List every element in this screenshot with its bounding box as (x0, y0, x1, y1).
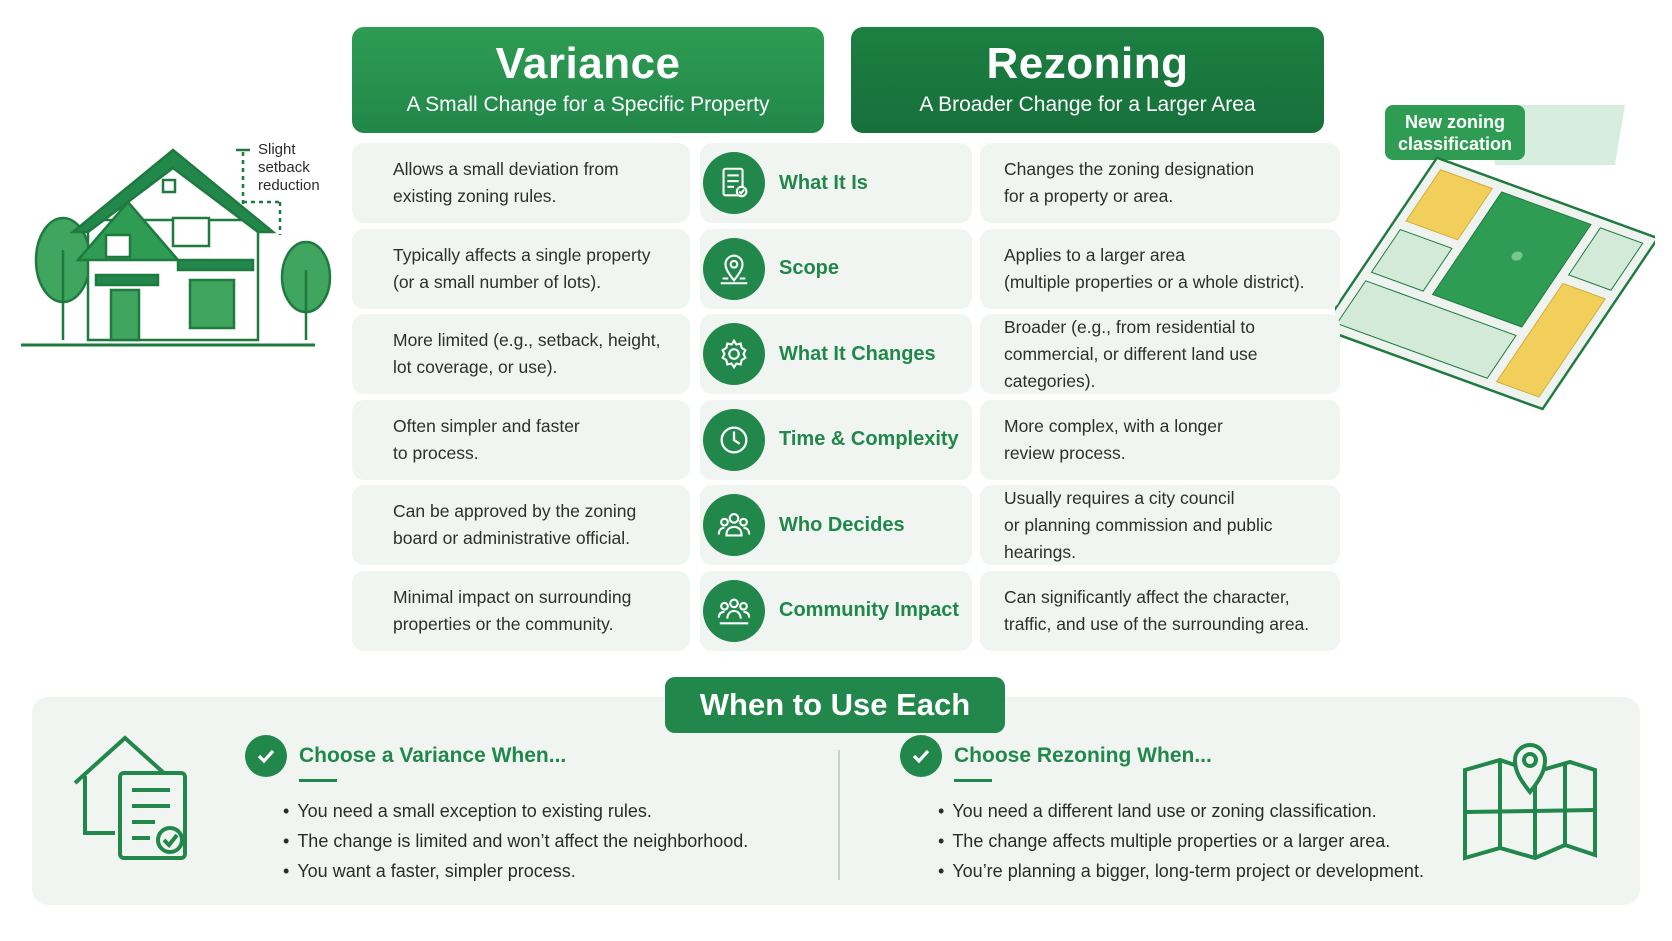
rezoning-cell-text: Broader (e.g., from residential to comme… (1004, 316, 1258, 391)
rezoning-cell: Broader (e.g., from residential to comme… (980, 314, 1340, 394)
people-icon (703, 494, 765, 556)
check-icon (245, 735, 287, 777)
variance-cell-text: Often simpler and faster to process. (393, 415, 580, 463)
row-what-it-changes: More limited (e.g., setback, height, lot… (352, 314, 1340, 394)
row-label-text: Community Impact (779, 599, 960, 621)
map-pin-icon (703, 237, 765, 300)
row-who-decides: Can be approved by the zoning board or a… (352, 485, 1340, 565)
variance-subtitle: A Small Change for a Specific Property (406, 93, 770, 116)
rezoning-cell-text: More complex, with a longer review proce… (1004, 415, 1223, 463)
variance-cell: Typically affects a single property (or … (352, 228, 690, 309)
row-label-text: What It Is (779, 171, 868, 194)
variance-cell: Allows a small deviation from existing z… (352, 143, 690, 223)
variance-cell-text: Can be approved by the zoning board or a… (393, 501, 637, 548)
row-scope: Typically affects a single property (or … (352, 228, 1340, 309)
clock-icon (703, 408, 765, 471)
choose-variance-section: Choose a Variance When... You need a sma… (245, 735, 748, 886)
zoning-map-illustration: New zoning classification (1335, 105, 1655, 411)
row-what-it-is: Allows a small deviation from existing z… (352, 143, 1340, 223)
when-to-use-title: When to Use Each (665, 677, 1005, 733)
rezoning-cell-text: Changes the zoning designation for a pro… (1004, 159, 1255, 206)
rezoning-cell-text: Can significantly affect the character, … (1004, 586, 1310, 634)
list-item: You need a small exception to existing r… (283, 796, 748, 826)
rezoning-header: Rezoning A Broader Change for a Larger A… (851, 27, 1324, 133)
row-label: Time & Complexity (700, 399, 972, 480)
map-annotation-line1: New zoning (1405, 112, 1505, 132)
variance-cell-text: Typically affects a single property (or … (393, 244, 651, 292)
row-label: What It Is (700, 143, 972, 223)
variance-header: Variance A Small Change for a Specific P… (352, 27, 824, 133)
variance-cell-text: Minimal impact on surrounding properties… (393, 586, 632, 634)
row-time-complexity: Often simpler and faster to process. Tim… (352, 399, 1340, 480)
row-label: Community Impact (700, 570, 972, 651)
comparison-grid: Allows a small deviation from existing z… (352, 143, 1340, 656)
rezoning-cell: Can significantly affect the character, … (980, 570, 1340, 651)
rezoning-cell: Changes the zoning designation for a pro… (980, 143, 1340, 223)
choose-rezoning-section: Choose Rezoning When... You need a diffe… (900, 735, 1424, 886)
community-icon (703, 579, 765, 642)
variance-cell: More limited (e.g., setback, height, lot… (352, 314, 690, 394)
list-item: You want a faster, simpler process. (283, 856, 748, 886)
column-divider (838, 750, 840, 880)
variance-cell-text: Allows a small deviation from existing z… (393, 159, 619, 206)
row-label-text: Who Decides (779, 513, 905, 536)
row-label-text: What It Changes (779, 342, 936, 365)
rezoning-subtitle: A Broader Change for a Larger Area (919, 93, 1256, 116)
folded-map-pin-icon (1463, 743, 1597, 861)
row-label: Who Decides (700, 485, 972, 565)
setback-annotation-line1: Slight (258, 141, 296, 158)
choose-rezoning-heading: Choose Rezoning When... (954, 744, 1212, 767)
variance-cell-text: More limited (e.g., setback, height, lot… (393, 330, 661, 377)
gear-icon (703, 323, 765, 385)
rezoning-title: Rezoning (986, 39, 1189, 88)
rezoning-cell: Applies to a larger area (multiple prope… (980, 228, 1340, 309)
check-icon (900, 735, 942, 777)
heading-underline (954, 779, 992, 782)
row-label-text: Scope (779, 257, 840, 279)
rezoning-cell: More complex, with a longer review proce… (980, 399, 1340, 480)
variance-cell: Often simpler and faster to process. (352, 399, 690, 480)
rezoning-cell-text: Usually requires a city council or plann… (1004, 487, 1273, 562)
list-item: The change is limited and won’t affect t… (283, 826, 748, 856)
house-illustration: Slight setback reduction (21, 141, 332, 347)
list-item: You need a different land use or zoning … (938, 796, 1424, 826)
row-label-text: Time & Complexity (779, 428, 959, 450)
heading-underline (299, 779, 337, 782)
choose-variance-heading: Choose a Variance When... (299, 744, 567, 767)
rezoning-cell: Usually requires a city council or plann… (980, 485, 1340, 565)
list-item: The change affects multiple properties o… (938, 826, 1424, 856)
row-label: Scope (700, 228, 972, 309)
rezoning-cell-text: Applies to a larger area (multiple prope… (1004, 244, 1305, 292)
map-annotation-line2: classification (1398, 134, 1512, 154)
variance-title: Variance (495, 39, 681, 88)
setback-annotation-line2: setback (258, 159, 310, 176)
document-icon (703, 152, 765, 214)
house-document-icon (73, 735, 187, 860)
variance-cell: Minimal impact on surrounding properties… (352, 570, 690, 651)
row-label: What It Changes (700, 314, 972, 394)
list-item: You’re planning a bigger, long-term proj… (938, 856, 1424, 886)
row-community-impact: Minimal impact on surrounding properties… (352, 570, 1340, 651)
setback-annotation-line3: reduction (258, 177, 320, 194)
variance-cell: Can be approved by the zoning board or a… (352, 485, 690, 565)
